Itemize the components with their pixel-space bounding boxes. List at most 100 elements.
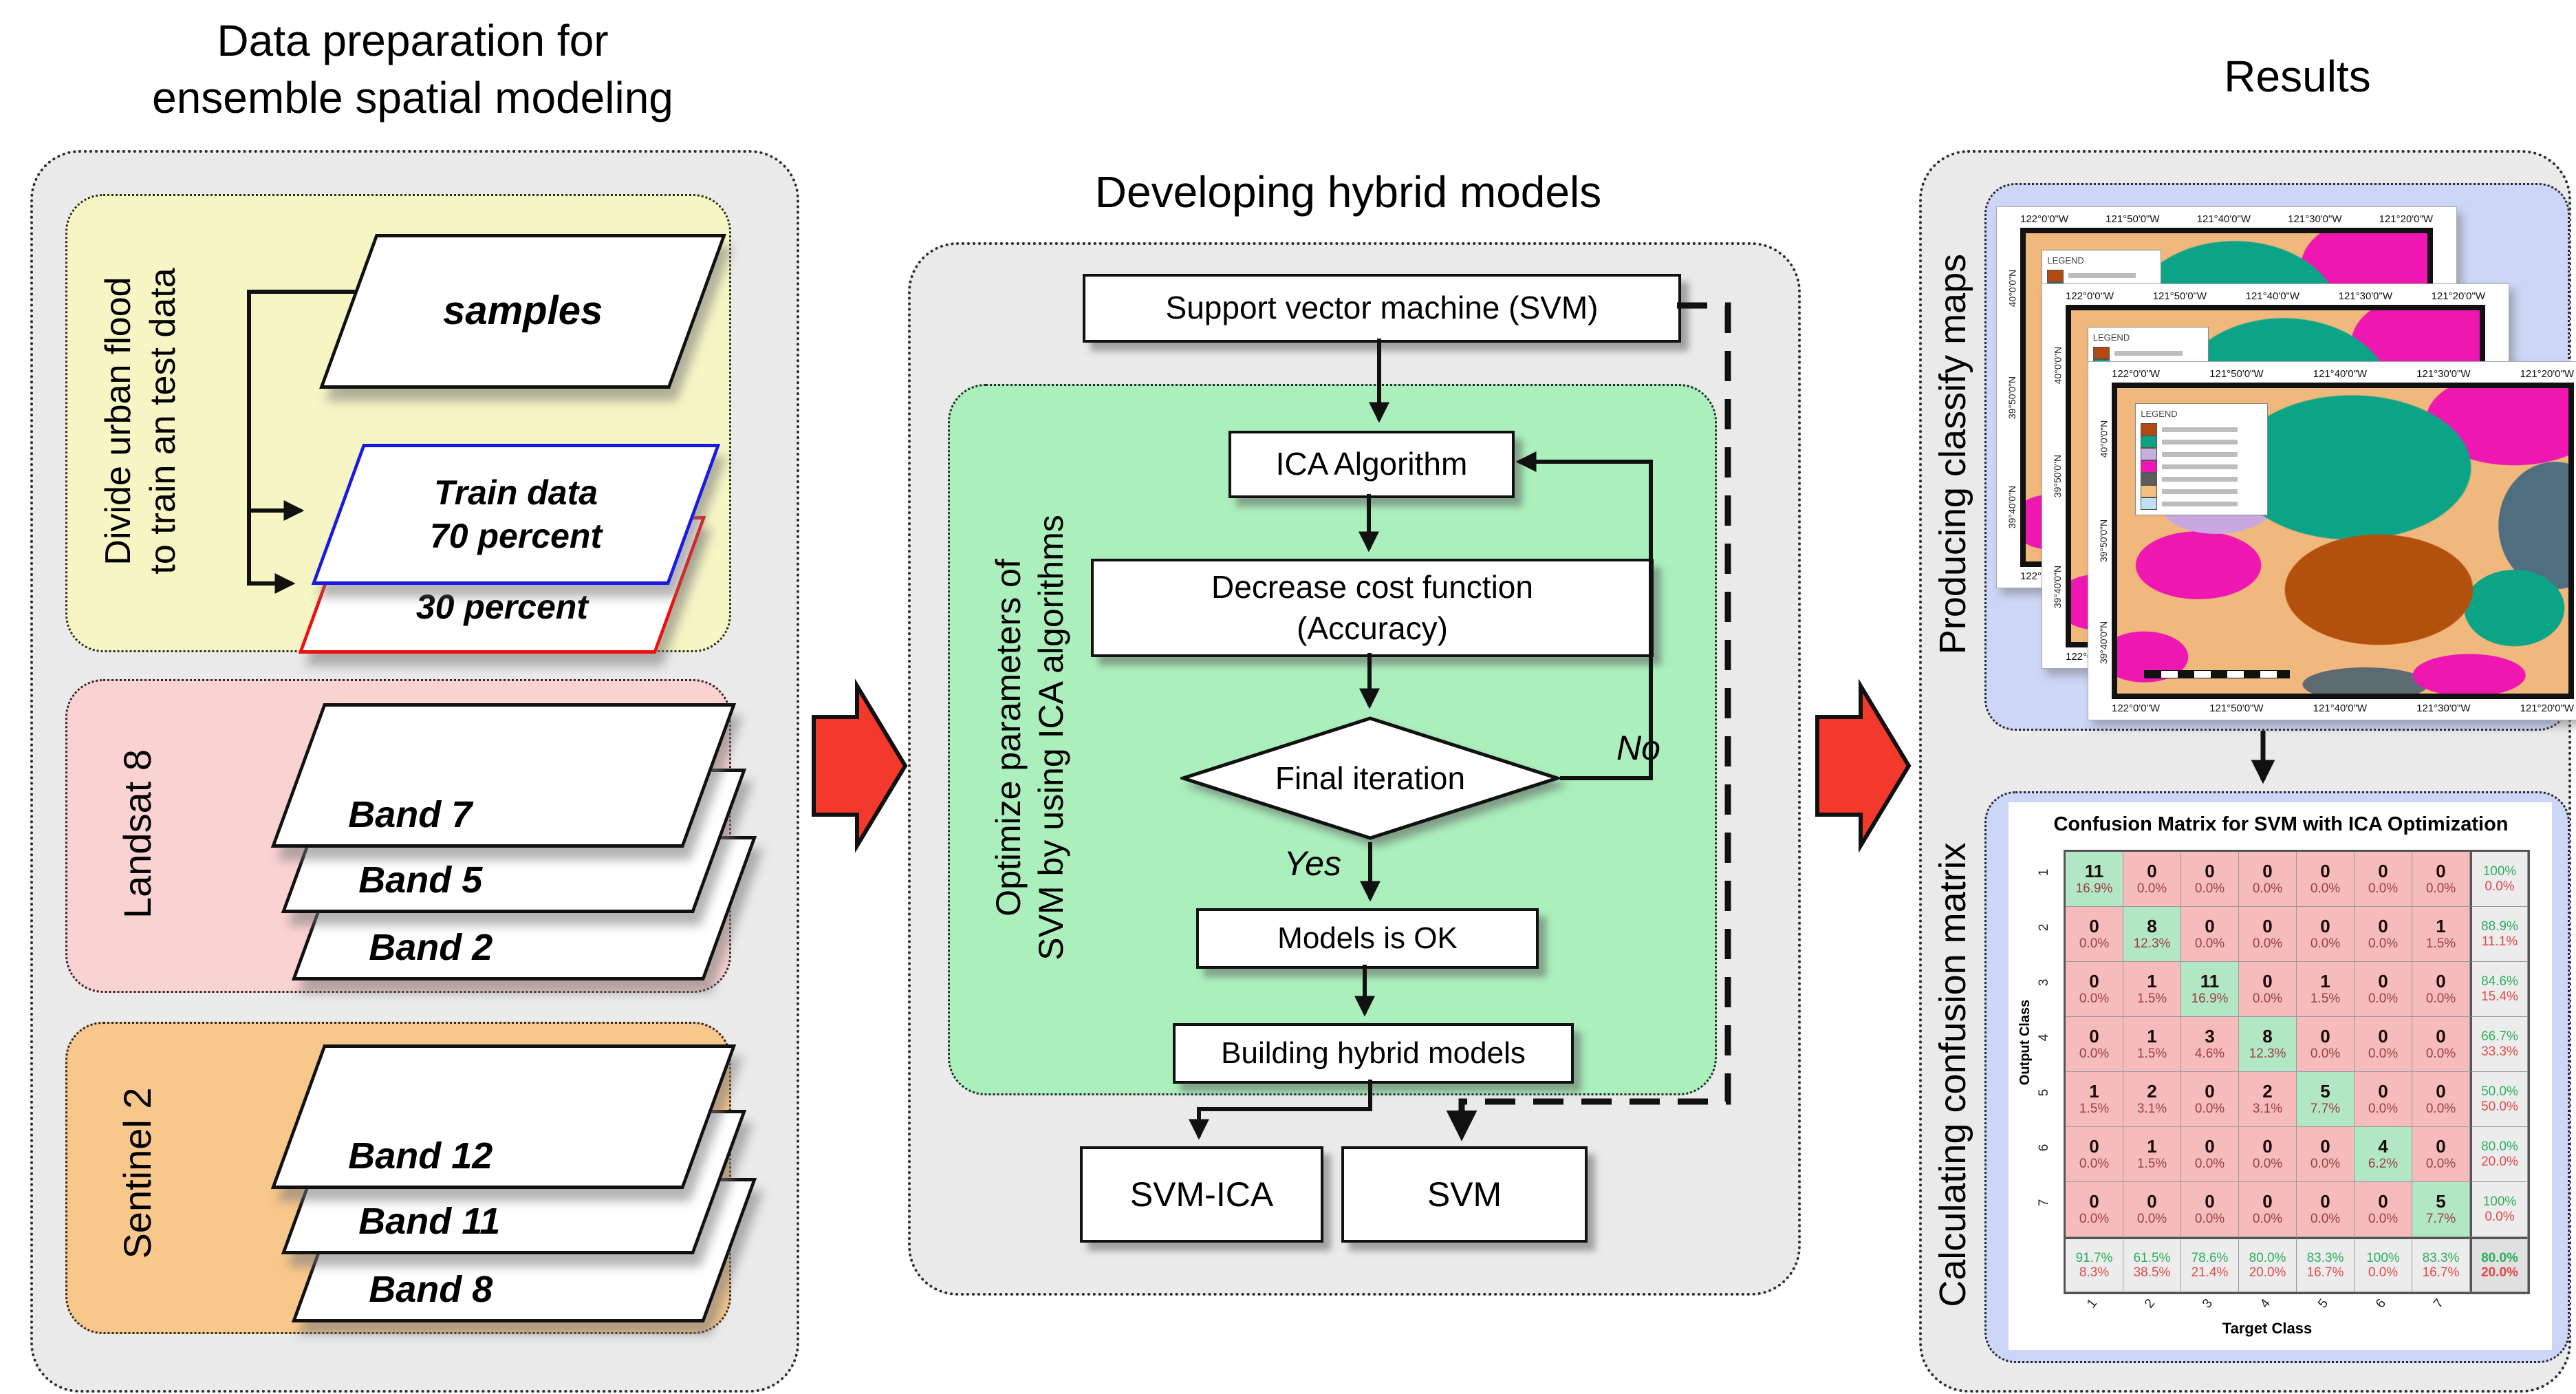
- legend-swatch: [2092, 347, 2110, 360]
- middle-to-results-red-arrow: [1815, 678, 1912, 853]
- samples-label: samples: [442, 288, 603, 334]
- sentinel-band11-label: Band 11: [358, 1201, 501, 1242]
- map-legend-title: LEGEND: [2092, 332, 2130, 343]
- sentinel-side-label: Sentinel 2: [116, 1087, 159, 1259]
- matrix-summary-cell: 80.0%20.0%: [2470, 1237, 2528, 1292]
- building-hybrid-models-box: Building hybrid models: [1173, 1023, 1574, 1084]
- map-legend: LEGEND: [2135, 403, 2269, 516]
- results-section-title: Results: [2224, 52, 2371, 101]
- optimize-side-label: Optimize parameters of SVM by using ICA …: [988, 515, 1071, 961]
- matrix-row-label: 6: [2037, 1144, 2051, 1152]
- final-iteration-label: Final iteration: [1275, 760, 1466, 796]
- cost-function-label: Decrease cost function (Accuracy): [1211, 568, 1533, 646]
- final-iteration-decision: Final iteration: [1180, 716, 1560, 841]
- map-legend-title: LEGEND: [2047, 255, 2084, 266]
- matrix-row-label: 7: [2037, 1199, 2051, 1207]
- legend-swatch: [2141, 485, 2158, 498]
- models-ok-box: Models is OK: [1196, 908, 1539, 969]
- output-svm-box: SVM: [1341, 1146, 1588, 1243]
- legend-swatch: [2141, 448, 2158, 461]
- left-section-title: Data preparation for ensemble spatial mo…: [152, 16, 673, 123]
- landsat-band7-sheet: Band 7: [270, 703, 737, 848]
- matrix-summary-cell: 100%0.0%: [2470, 852, 2528, 907]
- matrix-summary-cell: 50.0%50.0%: [2470, 1072, 2528, 1127]
- confusion-matrix-title: Confusion Matrix for SVM with ICA Optimi…: [2053, 813, 2509, 835]
- matrix-summary-cell: 100%0.0%: [2355, 1237, 2412, 1292]
- matrix-row-label: 1: [2037, 868, 2051, 877]
- legend-swatch: [2141, 473, 2158, 486]
- matrix-summary-cell: 78.6%21.4%: [2181, 1237, 2239, 1292]
- ica-algorithm-box: ICA Algorithm: [1229, 431, 1515, 498]
- samples-sheet: samples: [319, 234, 726, 389]
- matrix-row-label: 4: [2037, 1033, 2051, 1042]
- map-scalebar: [2144, 669, 2291, 678]
- decision-no-label: No: [1616, 729, 1660, 767]
- svm-source-box: Support vector machine (SVM): [1083, 274, 1681, 343]
- matrix-summary-cell: 83.3%16.7%: [2412, 1237, 2470, 1292]
- landsat-side-label: Landsat 8: [116, 749, 159, 919]
- legend-swatch: [2141, 436, 2158, 449]
- middle-section-title: Developing hybrid models: [1094, 167, 1602, 217]
- matrix-summary-cell: 84.6%15.4%: [2470, 962, 2528, 1017]
- matrix-row-label: 5: [2037, 1089, 2051, 1097]
- train-data-label: Train data 70 percent: [429, 473, 603, 555]
- matrix-ylabel: Output Class: [2017, 999, 2033, 1086]
- landsat-band5-label: Band 5: [358, 859, 483, 901]
- output-svm-ica-label: SVM-ICA: [1129, 1175, 1274, 1214]
- split-side-label: Divide urban flood to train an test data: [98, 268, 183, 575]
- matrix-summary-cell: 91.7%8.3%: [2066, 1237, 2123, 1292]
- legend-swatch: [2047, 269, 2064, 282]
- ica-algorithm-label: ICA Algorithm: [1275, 446, 1468, 482]
- train-data-sheet: Train data 70 percent: [311, 444, 721, 585]
- sentinel-band12-label: Band 12: [348, 1135, 493, 1177]
- matrix-summary-cell: 61.5%38.5%: [2123, 1237, 2181, 1292]
- output-svm-ica-box: SVM-ICA: [1080, 1146, 1323, 1243]
- matrix-side-label: Calculating confusion matrix: [1932, 842, 1974, 1307]
- left-to-middle-red-arrow: [812, 678, 908, 853]
- matrix-summary-cell: 83.3%16.7%: [2297, 1237, 2355, 1292]
- cost-function-box: Decrease cost function (Accuracy): [1091, 559, 1654, 657]
- legend-swatch: [2141, 460, 2158, 473]
- sentinel-band12-sheet: Band 12: [270, 1044, 737, 1189]
